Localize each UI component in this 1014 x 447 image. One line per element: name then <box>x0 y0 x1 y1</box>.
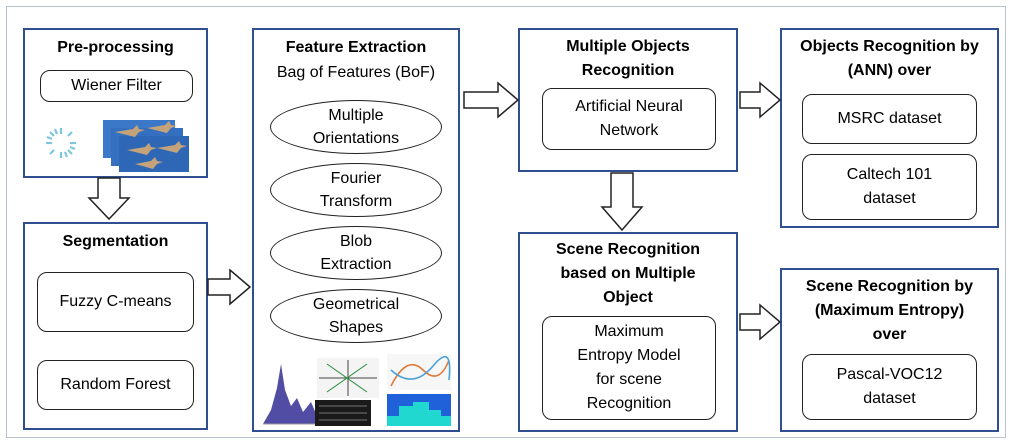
scene-maxent-box: Scene Recognition by (Maximum Entropy) o… <box>780 268 999 432</box>
feature-ellipse: Blob Extraction <box>270 226 442 280</box>
arrow-down-icon <box>600 172 644 232</box>
wiener-filter-box: Wiener Filter <box>40 70 193 102</box>
scene-recognition-title: Scene Recognition based on Multiple Obje… <box>555 241 701 306</box>
preprocessing-image <box>46 120 189 172</box>
segmentation-box: Segmentation Fuzzy C-means Random Forest <box>23 222 208 430</box>
arrow-right-icon <box>207 268 252 306</box>
caltech-dataset-box: Caltech 101 dataset <box>802 154 977 220</box>
fuzzy-cmeans-box: Fuzzy C-means <box>37 272 194 332</box>
multiple-objects-box: Multiple Objects Recognition Artificial … <box>518 28 738 172</box>
feature-extraction-title: Feature Extraction <box>285 39 427 56</box>
feature-plots-image <box>263 354 451 426</box>
objects-ann-title: Objects Recognition by (ANN) over <box>800 38 979 79</box>
feature-ellipse: Fourier Transform <box>270 163 442 217</box>
scene-recognition-box: Scene Recognition based on Multiple Obje… <box>518 232 738 432</box>
random-forest-box: Random Forest <box>37 360 194 410</box>
arrow-right-icon <box>739 303 782 341</box>
objects-ann-box: Objects Recognition by (ANN) over MSRC d… <box>780 28 999 228</box>
scene-maxent-title: Scene Recognition by (Maximum Entropy) o… <box>805 278 974 343</box>
feature-ellipse: Multiple Orientations <box>270 100 442 154</box>
feature-extraction-subtitle: Bag of Features (BoF) <box>276 64 436 81</box>
multiple-objects-title: Multiple Objects Recognition <box>566 38 690 79</box>
feature-extraction-box: Feature Extraction Bag of Features (BoF)… <box>252 28 460 432</box>
loading-circle-icon <box>46 128 76 158</box>
pascal-dataset-box: Pascal-VOC12 dataset <box>802 354 977 420</box>
segmentation-title: Segmentation <box>62 233 169 250</box>
preprocessing-title: Pre-processing <box>57 39 174 56</box>
ann-box: Artificial Neural Network <box>542 88 716 150</box>
arrow-down-icon <box>87 177 131 221</box>
arrow-right-icon <box>739 81 782 119</box>
preprocessing-box: Pre-processing Wiener Filter <box>23 28 208 178</box>
diagram-frame <box>6 6 1006 438</box>
maxent-model-box: Maximum Entropy Model for scene Recognit… <box>542 316 716 420</box>
msrc-dataset-box: MSRC dataset <box>802 94 977 144</box>
arrow-right-icon <box>463 81 520 119</box>
feature-ellipse: Geometrical Shapes <box>270 289 442 343</box>
